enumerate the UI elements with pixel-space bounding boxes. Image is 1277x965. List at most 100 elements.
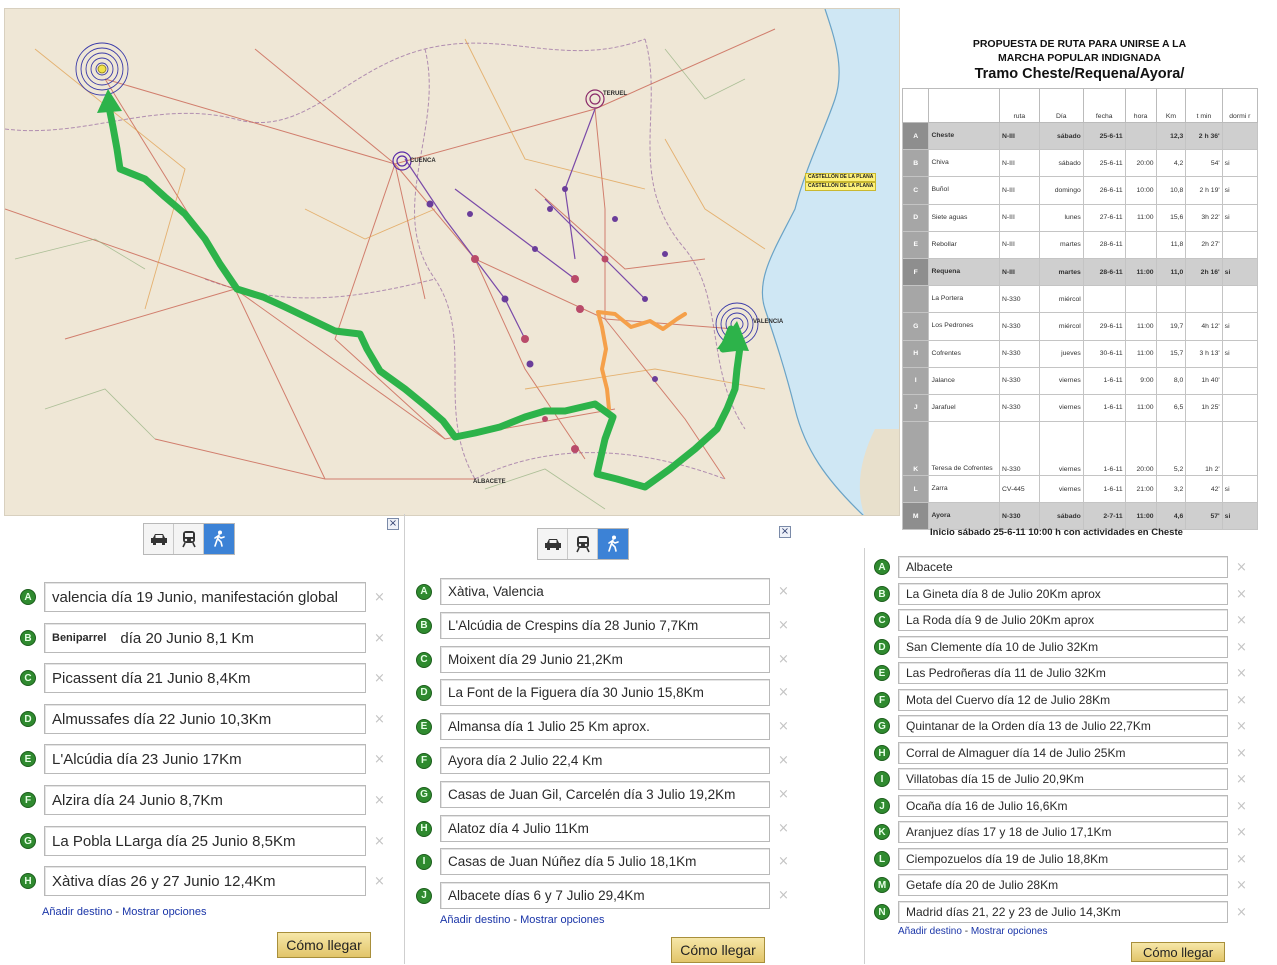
waypoint-input[interactable]: Ciempozuelos día 19 de Julio 18,8Km bbox=[898, 848, 1228, 870]
remove-waypoint-icon[interactable]: × bbox=[1236, 612, 1247, 628]
add-destination-link[interactable]: Añadir destino bbox=[42, 906, 113, 918]
remove-waypoint-icon[interactable]: × bbox=[1236, 904, 1247, 920]
remove-waypoint-icon[interactable]: × bbox=[374, 670, 385, 686]
car-mode-button[interactable] bbox=[144, 524, 174, 554]
remove-waypoint-icon[interactable]: × bbox=[778, 719, 789, 734]
waypoint-input[interactable]: Alzira día 24 Junio 8,7Km bbox=[44, 785, 366, 815]
waypoint-input[interactable]: valencia día 19 Junio, manifestación glo… bbox=[44, 582, 366, 612]
add-destination-link[interactable]: Añadir destino bbox=[440, 914, 511, 926]
table-cell-dormir: si bbox=[1221, 203, 1259, 232]
madrid-marker-center bbox=[97, 64, 107, 74]
table-title-line-2: MARCHA POPULAR INDIGNADA bbox=[998, 52, 1161, 64]
waypoint-input[interactable]: Quintanar de la Orden día 13 de Julio 22… bbox=[898, 715, 1228, 737]
waypoint-marker-icon: K bbox=[874, 824, 890, 840]
waypoint-input[interactable]: La Font de la Figuera día 30 Junio 15,8K… bbox=[440, 679, 770, 706]
remove-waypoint-icon[interactable]: × bbox=[1236, 851, 1247, 867]
waypoint-input[interactable]: Aranjuez días 17 y 18 de Julio 17,1Km bbox=[898, 821, 1228, 843]
table-cell-dormir: si bbox=[1221, 149, 1259, 178]
remove-waypoint-icon[interactable]: × bbox=[1236, 745, 1247, 761]
show-options-link[interactable]: Mostrar opciones bbox=[520, 914, 605, 926]
remove-waypoint-icon[interactable]: × bbox=[778, 854, 789, 869]
remove-waypoint-icon[interactable]: × bbox=[374, 589, 385, 605]
remove-waypoint-icon[interactable]: × bbox=[778, 618, 789, 633]
remove-waypoint-icon[interactable]: × bbox=[1236, 639, 1247, 655]
waypoint-input[interactable]: La Pobla LLarga día 25 Junio 8,5Km bbox=[44, 826, 366, 856]
waypoint-input[interactable]: Casas de Juan Núñez día 5 Julio 18,1Km bbox=[440, 848, 770, 875]
remove-waypoint-icon[interactable]: × bbox=[778, 821, 789, 836]
remove-waypoint-icon[interactable]: × bbox=[1236, 692, 1247, 708]
table-cell-dia: miércol bbox=[1038, 285, 1084, 314]
remove-waypoint-icon[interactable]: × bbox=[374, 833, 385, 849]
waypoint-row: J Ocaña día 16 de Julio 16,6Km × bbox=[874, 795, 1247, 817]
show-options-link[interactable]: Mostrar opciones bbox=[122, 906, 207, 918]
remove-waypoint-icon[interactable]: × bbox=[1236, 559, 1247, 575]
waypoint-input[interactable]: San Clemente día 10 de Julio 32Km bbox=[898, 636, 1228, 658]
remove-waypoint-icon[interactable]: × bbox=[1236, 665, 1247, 681]
remove-waypoint-icon[interactable]: × bbox=[778, 652, 789, 667]
waypoint-input[interactable]: Xàtiva, Valencia bbox=[440, 578, 770, 605]
waypoint-input[interactable]: Almansa día 1 Julio 25 Km aprox. bbox=[440, 713, 770, 740]
waypoint-input[interactable]: L'Alcúdia día 23 Junio 17Km bbox=[44, 744, 366, 774]
waypoint-input[interactable]: La Roda día 9 de Julio 20Km aprox bbox=[898, 609, 1228, 631]
waypoint-input[interactable]: Corral de Almaguer día 14 de Julio 25Km bbox=[898, 742, 1228, 764]
waypoint-input[interactable]: Alatoz día 4 Julio 11Km bbox=[440, 815, 770, 842]
remove-waypoint-icon[interactable]: × bbox=[374, 792, 385, 808]
remove-waypoint-icon[interactable]: × bbox=[1236, 877, 1247, 893]
waypoint-input[interactable]: Picassent día 21 Junio 8,4Km bbox=[44, 663, 366, 693]
show-options-link[interactable]: Mostrar opciones bbox=[970, 926, 1048, 937]
remove-waypoint-icon[interactable]: × bbox=[374, 751, 385, 767]
get-directions-button[interactable]: Cómo llegar bbox=[277, 932, 371, 958]
close-panel-button[interactable]: × bbox=[779, 526, 791, 538]
get-directions-button[interactable]: Cómo llegar bbox=[671, 937, 765, 963]
town-markers bbox=[426, 186, 668, 453]
waypoint-input[interactable]: Moixent día 29 Junio 21,2Km bbox=[440, 646, 770, 673]
remove-waypoint-icon[interactable]: × bbox=[778, 584, 789, 599]
minor-roads bbox=[14, 48, 746, 510]
waypoint-input[interactable]: Ayora día 2 Julio 22,4 Km bbox=[440, 747, 770, 774]
waypoint-input[interactable]: Albacete bbox=[898, 556, 1228, 578]
remove-waypoint-icon[interactable]: × bbox=[1236, 718, 1247, 734]
remove-waypoint-icon[interactable]: × bbox=[1236, 586, 1247, 602]
waypoint-input[interactable]: Almussafes día 22 Junio 10,3Km bbox=[44, 704, 366, 734]
transit-mode-button[interactable] bbox=[174, 524, 204, 554]
remove-waypoint-icon[interactable]: × bbox=[778, 753, 789, 768]
waypoint-input[interactable]: Casas de Juan Gil, Carcelén día 3 Julio … bbox=[440, 781, 770, 808]
waypoint-input[interactable]: La Gineta día 8 de Julio 20Km aprox bbox=[898, 583, 1228, 605]
waypoint-input-text: Xàtiva, Valencia bbox=[448, 584, 544, 599]
remove-waypoint-icon[interactable]: × bbox=[778, 685, 789, 700]
transit-mode-button[interactable] bbox=[568, 529, 598, 559]
table-cell-km: 3,2 bbox=[1155, 475, 1187, 504]
waypoint-input[interactable]: Madrid días 21, 22 y 23 de Julio 14,3Km bbox=[898, 901, 1228, 923]
remove-waypoint-icon[interactable]: × bbox=[374, 630, 385, 646]
remove-waypoint-icon[interactable]: × bbox=[1236, 824, 1247, 840]
waypoint-input[interactable]: Mota del Cuervo día 12 de Julio 28Km bbox=[898, 689, 1228, 711]
waypoint-input[interactable]: L'Alcúdia de Crespins día 28 Junio 7,7Km bbox=[440, 612, 770, 639]
madrid-marker bbox=[75, 42, 129, 96]
waypoint-input[interactable]: Ocaña día 16 de Julio 16,6Km bbox=[898, 795, 1228, 817]
walking-mode-button[interactable] bbox=[204, 524, 234, 554]
waypoint-input[interactable]: Villatobas día 15 de Julio 20,9Km bbox=[898, 768, 1228, 790]
map-sign-castellon-1: CASTELLÓN DE LA PLANA bbox=[805, 173, 877, 182]
car-mode-button[interactable] bbox=[538, 529, 568, 559]
route-map[interactable]: CUENCA TERUEL VALENCIA ALBACETE CASTELLÓ… bbox=[4, 8, 900, 516]
table-cell-dia: viernes bbox=[1038, 366, 1084, 395]
add-destination-link[interactable]: Añadir destino bbox=[898, 926, 962, 937]
waypoint-input[interactable]: Getafe día 20 de Julio 28Km bbox=[898, 874, 1228, 896]
waypoint-input[interactable]: Xàtiva días 26 y 27 Junio 12,4Km bbox=[44, 866, 366, 896]
close-panel-button[interactable]: × bbox=[387, 518, 399, 530]
remove-waypoint-icon[interactable]: × bbox=[778, 888, 789, 903]
waypoint-marker-icon: J bbox=[874, 798, 890, 814]
get-directions-button[interactable]: Cómo llegar bbox=[1131, 942, 1225, 962]
remove-waypoint-icon[interactable]: × bbox=[374, 873, 385, 889]
walking-mode-button[interactable] bbox=[598, 529, 628, 559]
waypoint-input[interactable]: Las Pedroñeras día 11 de Julio 32Km bbox=[898, 662, 1228, 684]
remove-waypoint-icon[interactable]: × bbox=[778, 787, 789, 802]
remove-waypoint-icon[interactable]: × bbox=[1236, 798, 1247, 814]
remove-waypoint-icon[interactable]: × bbox=[1236, 771, 1247, 787]
remove-waypoint-icon[interactable]: × bbox=[374, 711, 385, 727]
table-cell-place: Ayora bbox=[928, 502, 1000, 531]
waypoint-input[interactable]: Albacete días 6 y 7 Julio 29,4Km bbox=[440, 882, 770, 909]
